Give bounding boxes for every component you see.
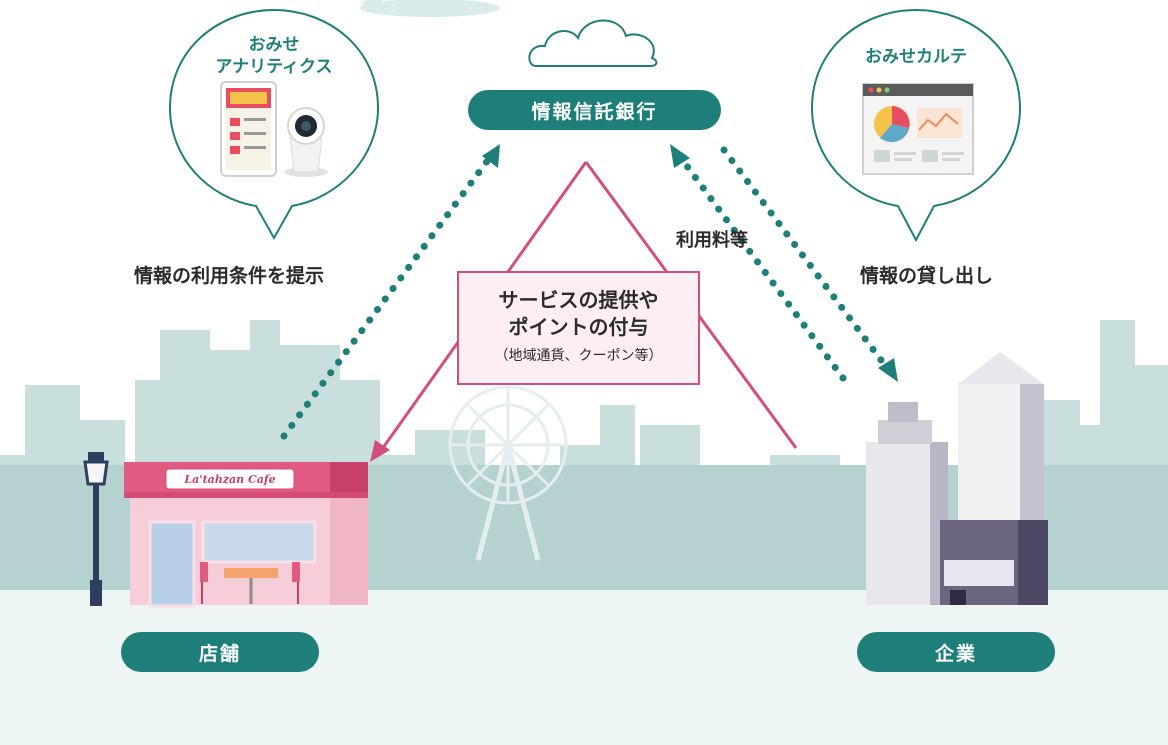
camera-icon — [284, 107, 328, 177]
bubble-right-title: おみせカルテ — [865, 47, 967, 67]
arrowhead-company — [878, 358, 898, 382]
bubble-left-title-line2: アナリティクス — [215, 57, 333, 77]
bank-pill: 情報信託銀行 — [468, 90, 721, 130]
service-box: サービスの提供や ポイントの付与 （地域通貨、クーポン等） — [457, 271, 700, 385]
right-flow-label: 情報の貸し出し — [860, 265, 994, 287]
fee-label: 利用料等 — [676, 230, 748, 251]
store-pill: 店舗 — [121, 632, 319, 672]
cloud-icon — [528, 19, 658, 67]
ferris-wheel — [448, 385, 568, 561]
airplane — [360, 0, 500, 17]
company-pill: 企業 — [857, 632, 1055, 672]
company-buildings — [866, 352, 1048, 605]
street-lamp — [83, 452, 109, 606]
bubble-left-title-line1: おみせ — [248, 35, 300, 55]
arrowhead-bank-right — [670, 144, 690, 168]
teal-dotted-flows — [280, 146, 888, 440]
bubble-left — [168, 8, 380, 241]
cafe-store — [124, 462, 368, 608]
service-line1: サービスの提供や — [498, 288, 659, 312]
bubble-left-title: おみせ アナリティクス — [194, 34, 354, 78]
pink-arrowhead — [370, 440, 390, 462]
arrowhead-bank-left — [482, 144, 500, 168]
left-flow-label: 情報の利用条件を提示 — [134, 265, 325, 287]
cafe-sign: La'tahzan Cafe — [184, 473, 276, 486]
dashboard-monitor-icon — [862, 83, 974, 175]
bubble-right — [810, 8, 1022, 243]
tablet-icon — [220, 81, 277, 177]
service-line2: ポイントの付与 — [508, 315, 649, 339]
service-line3: （地域通貨、クーポン等） — [494, 348, 663, 364]
